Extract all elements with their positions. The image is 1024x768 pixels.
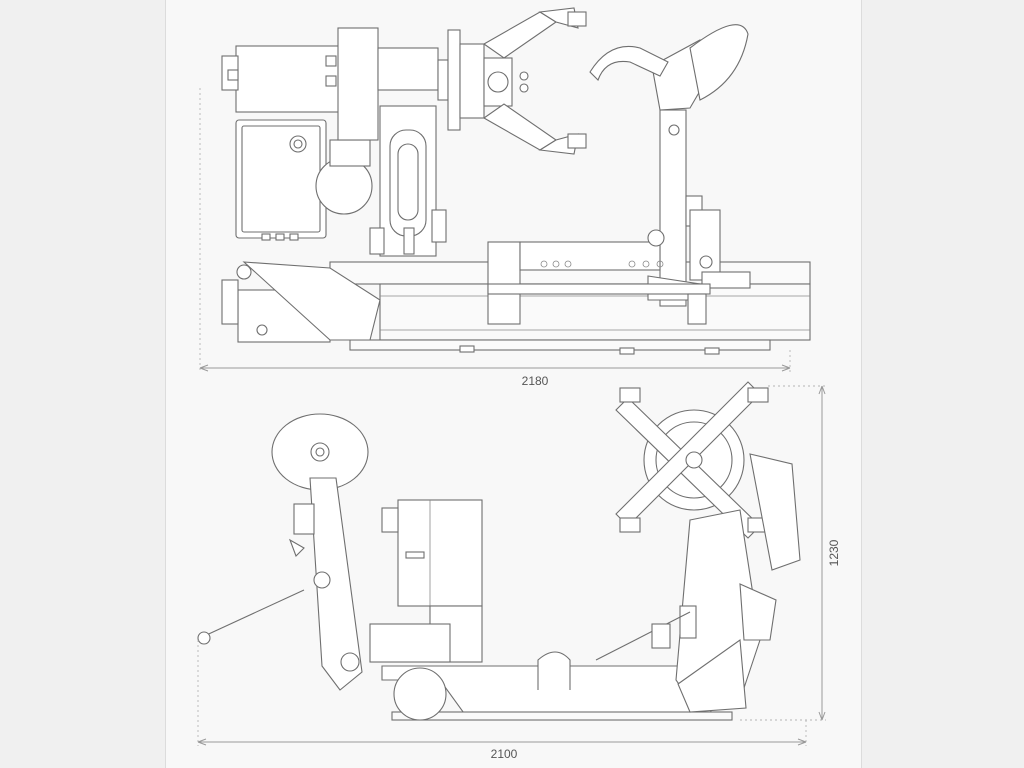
chuck-clamp	[437, 7, 587, 155]
dimension-label-2100: 2100	[491, 747, 518, 761]
dimension-label-2180: 2180	[522, 374, 549, 388]
dimension-label-1230: 1230	[827, 539, 841, 566]
dimension-side-length: 2100	[197, 640, 807, 761]
motor-housing	[221, 45, 341, 113]
left-column	[197, 413, 369, 691]
cross-chuck	[615, 381, 769, 539]
pedal-box	[221, 261, 381, 343]
right-arm	[595, 453, 801, 713]
side-base-frame	[381, 651, 733, 721]
column-assembly	[337, 27, 447, 257]
top-view: 2180	[199, 7, 811, 388]
drive-gear	[315, 139, 373, 215]
side-view: 1230 2100	[197, 381, 841, 761]
side-cabinet	[369, 499, 483, 663]
control-box	[235, 119, 327, 241]
dimension-top-length: 2180	[199, 88, 791, 388]
dimension-side-height: 1230	[740, 385, 841, 721]
slide-carriage	[487, 229, 711, 325]
